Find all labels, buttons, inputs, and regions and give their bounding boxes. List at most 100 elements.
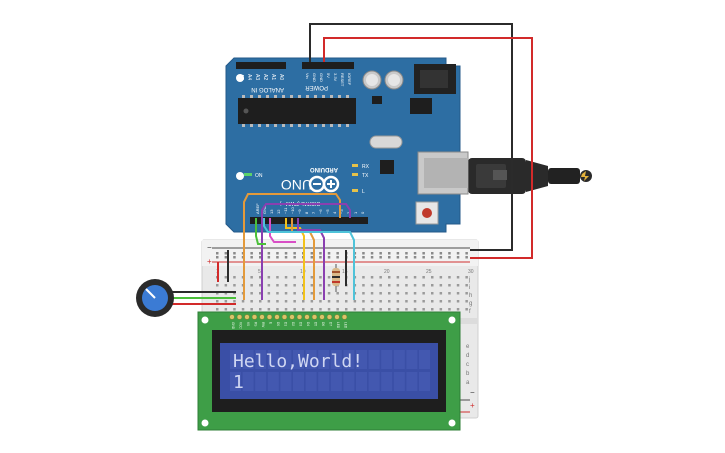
breadboard-hole (456, 300, 460, 303)
power-pin-label: RESET (340, 73, 345, 87)
lcd-pin[interactable] (334, 314, 340, 320)
wire-pink[interactable] (269, 218, 296, 243)
breadboard-hole (293, 252, 296, 255)
breadboard-hole (319, 308, 322, 311)
reset-button-cap[interactable] (422, 208, 432, 218)
digital-pin-label: ~10 (290, 206, 295, 214)
lcd-pin-label: GND (231, 322, 235, 330)
breadboard-hole (456, 256, 460, 259)
lcd-pin[interactable] (341, 314, 348, 320)
column-number: 15 (342, 269, 348, 275)
lcd-pin[interactable] (244, 314, 250, 320)
breadboard-hole (276, 308, 279, 311)
breadboard-hole (362, 308, 365, 311)
lcd-pin[interactable] (251, 314, 258, 320)
breadboard-hole (396, 300, 400, 303)
breadboard-hole (216, 284, 219, 287)
digital-pin-label: ~9 (297, 209, 302, 214)
wire-purple[interactable] (261, 203, 351, 300)
wire-gnd-black[interactable] (309, 23, 513, 251)
breadboard-hole (439, 276, 443, 279)
lcd-pin[interactable] (236, 314, 243, 320)
lcd-pin-label: D6 (321, 322, 325, 326)
breadboard-hole (413, 292, 417, 295)
potentiometer[interactable] (136, 279, 174, 317)
wire-5v-red[interactable] (323, 37, 533, 259)
breadboard-hole (284, 252, 288, 255)
breadboard-hole (276, 300, 279, 303)
breadboard-hole (250, 256, 253, 259)
breadboard-hole (259, 284, 262, 287)
breadboard-hole (284, 292, 288, 295)
led-l (352, 189, 358, 192)
breadboard-hole (396, 256, 400, 259)
row-label: h (469, 293, 472, 299)
wire-purple-2[interactable] (297, 218, 325, 300)
tx-label: TX (362, 173, 369, 179)
analog-pin-label: A5 (238, 74, 244, 80)
lcd-pin[interactable] (266, 314, 273, 320)
lcd-pin-label: D2 (291, 322, 295, 326)
analog-header[interactable] (236, 62, 286, 69)
breadboard-hole (439, 256, 443, 259)
lcd-pin[interactable] (274, 314, 280, 320)
power-header[interactable] (302, 62, 354, 69)
l-label: L (362, 189, 365, 195)
breadboard-hole (431, 252, 434, 255)
arduino-logo-icon (308, 175, 340, 193)
lcd-pin-label: E (269, 322, 273, 324)
resistor[interactable] (332, 264, 340, 292)
breadboard-hole (310, 256, 314, 259)
row-label: a (466, 380, 470, 386)
digital-header[interactable] (250, 217, 368, 224)
breadboard-hole (267, 300, 271, 303)
breadboard-hole (327, 292, 331, 295)
breadboard-hole (379, 256, 382, 259)
wire-yellow[interactable] (285, 218, 305, 300)
lcd-header-pins[interactable] (229, 314, 348, 320)
breadboard-hole (448, 276, 451, 279)
breadboard-hole (448, 300, 451, 303)
power-pin-label: Vin (305, 73, 310, 79)
digital-pin-label: 8 (304, 211, 309, 214)
breadboard-hole (465, 308, 468, 311)
breadboard-hole (413, 284, 417, 287)
lcd-pin[interactable] (289, 314, 295, 320)
power-pin-label: 3.3V (333, 73, 338, 82)
breadboard-hole (250, 284, 253, 287)
breadboard-hole (276, 256, 279, 259)
lcd-pin[interactable] (326, 314, 333, 320)
lcd-pin[interactable] (281, 314, 288, 320)
power-pin-label: GND (312, 73, 317, 82)
breadboard-hole (276, 284, 279, 287)
breadboard-hole (448, 308, 451, 311)
breadboard-hole (370, 292, 374, 295)
lcd-pin[interactable] (319, 314, 325, 320)
wire-cyan[interactable] (263, 218, 355, 300)
breadboard-hole (370, 308, 374, 311)
lcd-pin[interactable] (259, 314, 265, 320)
usb-cable[interactable] (468, 158, 592, 194)
breadboard-hole (327, 256, 331, 259)
row-label: b (466, 371, 470, 377)
breadboard-hole (431, 292, 434, 295)
lcd-pin[interactable] (304, 314, 310, 320)
top-minus-label: − (207, 243, 212, 252)
lcd-pin[interactable] (229, 314, 235, 320)
breadboard-hole (456, 292, 460, 295)
lcd-pin[interactable] (296, 314, 303, 320)
lcd-pin[interactable] (311, 314, 318, 320)
breadboard-hole (456, 284, 460, 287)
crystal-oscillator (369, 135, 403, 149)
breadboard-hole (465, 276, 468, 279)
wire-green-short[interactable] (255, 218, 266, 245)
breadboard-hole (284, 276, 288, 279)
breadboard-hole (224, 292, 228, 295)
breadboard-hole (336, 292, 339, 295)
